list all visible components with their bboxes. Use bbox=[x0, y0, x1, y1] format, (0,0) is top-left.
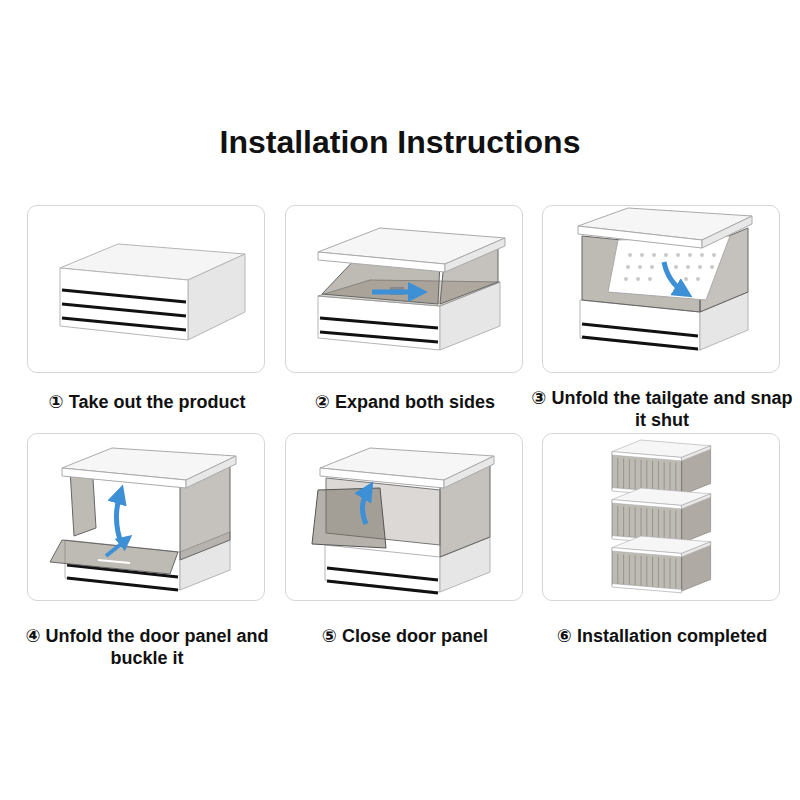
step-panel: ⑤ Close door panel bbox=[285, 433, 523, 601]
step-panel: ② Expand both sides bbox=[285, 205, 523, 373]
step-caption: ③ Unfold the tailgate and snap it shut bbox=[531, 388, 793, 431]
step-panel: ① Take out the product bbox=[27, 205, 265, 373]
step-caption: ② Expand both sides bbox=[274, 392, 536, 414]
step-panel: ④ Unfold the door panel and buckle it bbox=[27, 433, 265, 601]
step-caption: ④ Unfold the door panel and buckle it bbox=[16, 626, 278, 669]
diagram-title: Installation Instructions bbox=[0, 124, 800, 161]
step-caption: ⑤ Close door panel bbox=[274, 626, 536, 648]
step-caption: ① Take out the product bbox=[16, 392, 278, 414]
step-panel: ③ Unfold the tailgate and snap it shut bbox=[542, 205, 780, 373]
step-panel: ⑥ Installation completed bbox=[542, 433, 780, 601]
step-caption: ⑥ Installation completed bbox=[531, 626, 793, 648]
